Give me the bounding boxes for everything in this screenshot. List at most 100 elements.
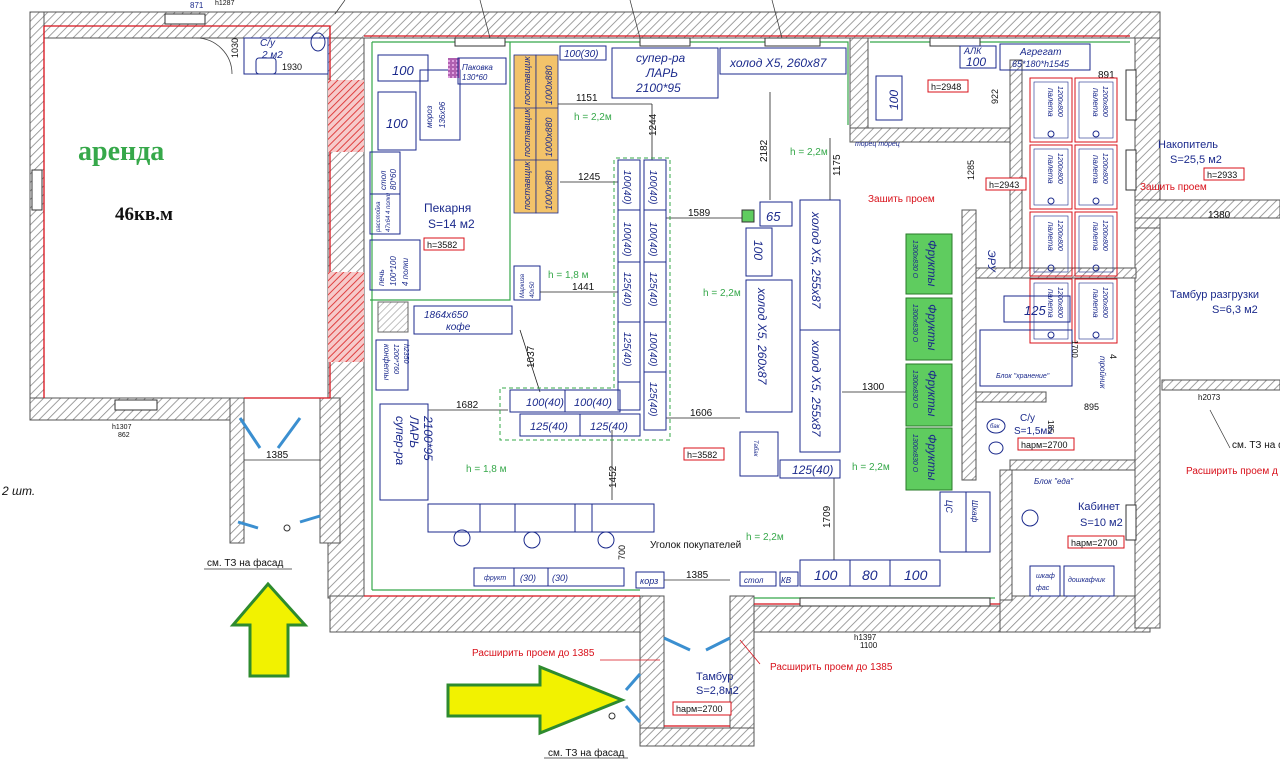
entrance-left: [237, 417, 321, 530]
svg-text:S=14 м2: S=14 м2: [428, 217, 475, 231]
svg-text:100(40): 100(40): [621, 170, 632, 204]
svg-text:1300х830 О: 1300х830 О: [911, 240, 918, 279]
entrance-arrow-up: [229, 581, 309, 678]
svg-text:1300х830 О: 1300х830 О: [911, 434, 918, 473]
svg-text:Паковка: Паковка: [462, 63, 493, 72]
svg-text:поставщик: поставщик: [522, 56, 532, 105]
checkout: [427, 503, 655, 549]
shelf-c125: [779, 459, 841, 479]
pallet-label: палета: [1091, 289, 1100, 318]
svg-text:Тамбур: Тамбур: [696, 671, 733, 683]
svg-text:Накопитель: Накопитель: [1158, 139, 1218, 151]
pallet-marker: [1047, 331, 1055, 339]
svg-text:1200*760: 1200*760: [392, 344, 399, 374]
box-top-right: [875, 75, 903, 121]
svg-text:h2350: h2350: [402, 344, 409, 364]
svg-text:(30): (30): [520, 573, 536, 583]
widen-note-2: Расширить проем до 1385: [770, 662, 893, 673]
fruit-stands: [905, 233, 953, 491]
svg-text:h = 2,2м: h = 2,2м: [574, 112, 612, 123]
svg-text:1441: 1441: [572, 282, 595, 293]
pallet-marker: [1092, 130, 1100, 138]
svg-text:S=1,5м2: S=1,5м2: [1014, 426, 1053, 437]
svg-text:кофе: кофе: [446, 321, 471, 333]
svg-text:1100: 1100: [860, 641, 878, 650]
candy-stand: [375, 339, 409, 391]
svg-text:супер-ра: супер-ра: [636, 51, 685, 65]
pallet-inner: [1078, 282, 1114, 340]
leader-lines: [334, 0, 783, 39]
svg-text:1037: 1037: [526, 345, 537, 368]
svg-text:ЭРУ: ЭРУ: [985, 250, 997, 272]
svg-text:Кабинет: Кабинет: [1078, 501, 1120, 513]
svg-text:100(40): 100(40): [574, 397, 612, 409]
freezer-left: [379, 403, 429, 501]
pallet-label: палета: [1046, 88, 1055, 117]
wc-small: С/у 2 м2: [195, 32, 329, 75]
pallet-marker: [1047, 130, 1055, 138]
svg-text:(30): (30): [552, 573, 568, 583]
svg-text:100(40): 100(40): [647, 170, 658, 204]
svg-text:стол: стол: [379, 170, 388, 190]
svg-text:100(40): 100(40): [647, 222, 658, 256]
svg-text:80*60: 80*60: [389, 169, 398, 190]
bottom-shelves: [799, 559, 941, 587]
svg-text:бак: бак: [990, 424, 1001, 430]
svg-text:h = 2,2м: h = 2,2м: [852, 462, 890, 473]
svg-text:2182: 2182: [759, 139, 770, 162]
pallet-inner: [1033, 282, 1069, 340]
svg-text:Блок "хранение": Блок "хранение": [996, 373, 1050, 380]
svg-text:S=25,5 м2: S=25,5 м2: [1170, 154, 1222, 166]
shelf-100-30-label: 100(30): [564, 49, 598, 60]
customer-corner: Уголок покупателей: [650, 540, 741, 551]
svg-text:Фрукты: Фрукты: [925, 370, 939, 417]
svg-text:поставщик: поставщик: [522, 161, 532, 210]
svg-text:100*100: 100*100: [389, 256, 398, 286]
demolish-zone-2: [328, 272, 364, 362]
svg-text:h = 1,8 м: h = 1,8 м: [466, 464, 507, 475]
svg-text:4 полки: 4 полки: [401, 257, 410, 286]
rent-area: 46кв.м: [115, 204, 173, 225]
svg-text:891: 891: [1098, 70, 1115, 81]
dim-lines: [428, 92, 906, 560]
svg-text:2100*95: 2100*95: [635, 81, 681, 95]
svg-text:С/у: С/у: [260, 38, 276, 49]
svg-text:h1397: h1397: [854, 633, 877, 642]
svg-text:1000х880: 1000х880: [544, 170, 554, 210]
pallet-label: палета: [1091, 88, 1100, 117]
dim-871: 871: [190, 1, 204, 10]
facade-note-1: см. ТЗ на фасад: [207, 557, 283, 569]
dim-862: 862: [118, 432, 130, 439]
svg-text:h = 2,2м: h = 2,2м: [703, 288, 741, 299]
svg-text:100: 100: [904, 567, 928, 583]
svg-text:Фрукты: Фрукты: [925, 240, 939, 287]
svg-text:125(40): 125(40): [621, 332, 632, 366]
svg-text:h = 2,2м: h = 2,2м: [746, 532, 784, 543]
windows: [31, 13, 1137, 607]
pallet-size: 1200х800: [1101, 287, 1108, 318]
svg-text:125(40): 125(40): [530, 421, 568, 433]
svg-text:136х96: 136х96: [438, 101, 447, 128]
box-100b: [745, 227, 773, 277]
svg-text:100: 100: [966, 55, 986, 69]
svg-text:1300х830 О: 1300х830 О: [911, 304, 918, 343]
pallet: [1029, 278, 1073, 344]
svg-text:торец торец: торец торец: [855, 141, 900, 148]
office: Блок "еда" Кабинет S=10 м2 hарм=2700 шка…: [1021, 477, 1125, 597]
svg-text:холод Х5, 260х87: холод Х5, 260х87: [729, 56, 828, 70]
svg-text:100: 100: [887, 90, 901, 110]
pallet-label: палета: [1091, 222, 1100, 251]
pallet: [1074, 278, 1118, 344]
svg-text:1385: 1385: [686, 570, 709, 581]
svg-text:100: 100: [392, 63, 414, 78]
pallet: [1029, 211, 1073, 277]
rent-title: аренда: [78, 136, 164, 167]
svg-text:Пекарня: Пекарня: [424, 201, 471, 215]
pallet-inner: [1033, 81, 1069, 139]
pallet-size: 1200х800: [1101, 153, 1108, 184]
pallet: [1074, 144, 1118, 210]
pallet-inner: [1078, 215, 1114, 273]
svg-text:1709: 1709: [822, 505, 833, 528]
pallet-label: палета: [1046, 222, 1055, 251]
